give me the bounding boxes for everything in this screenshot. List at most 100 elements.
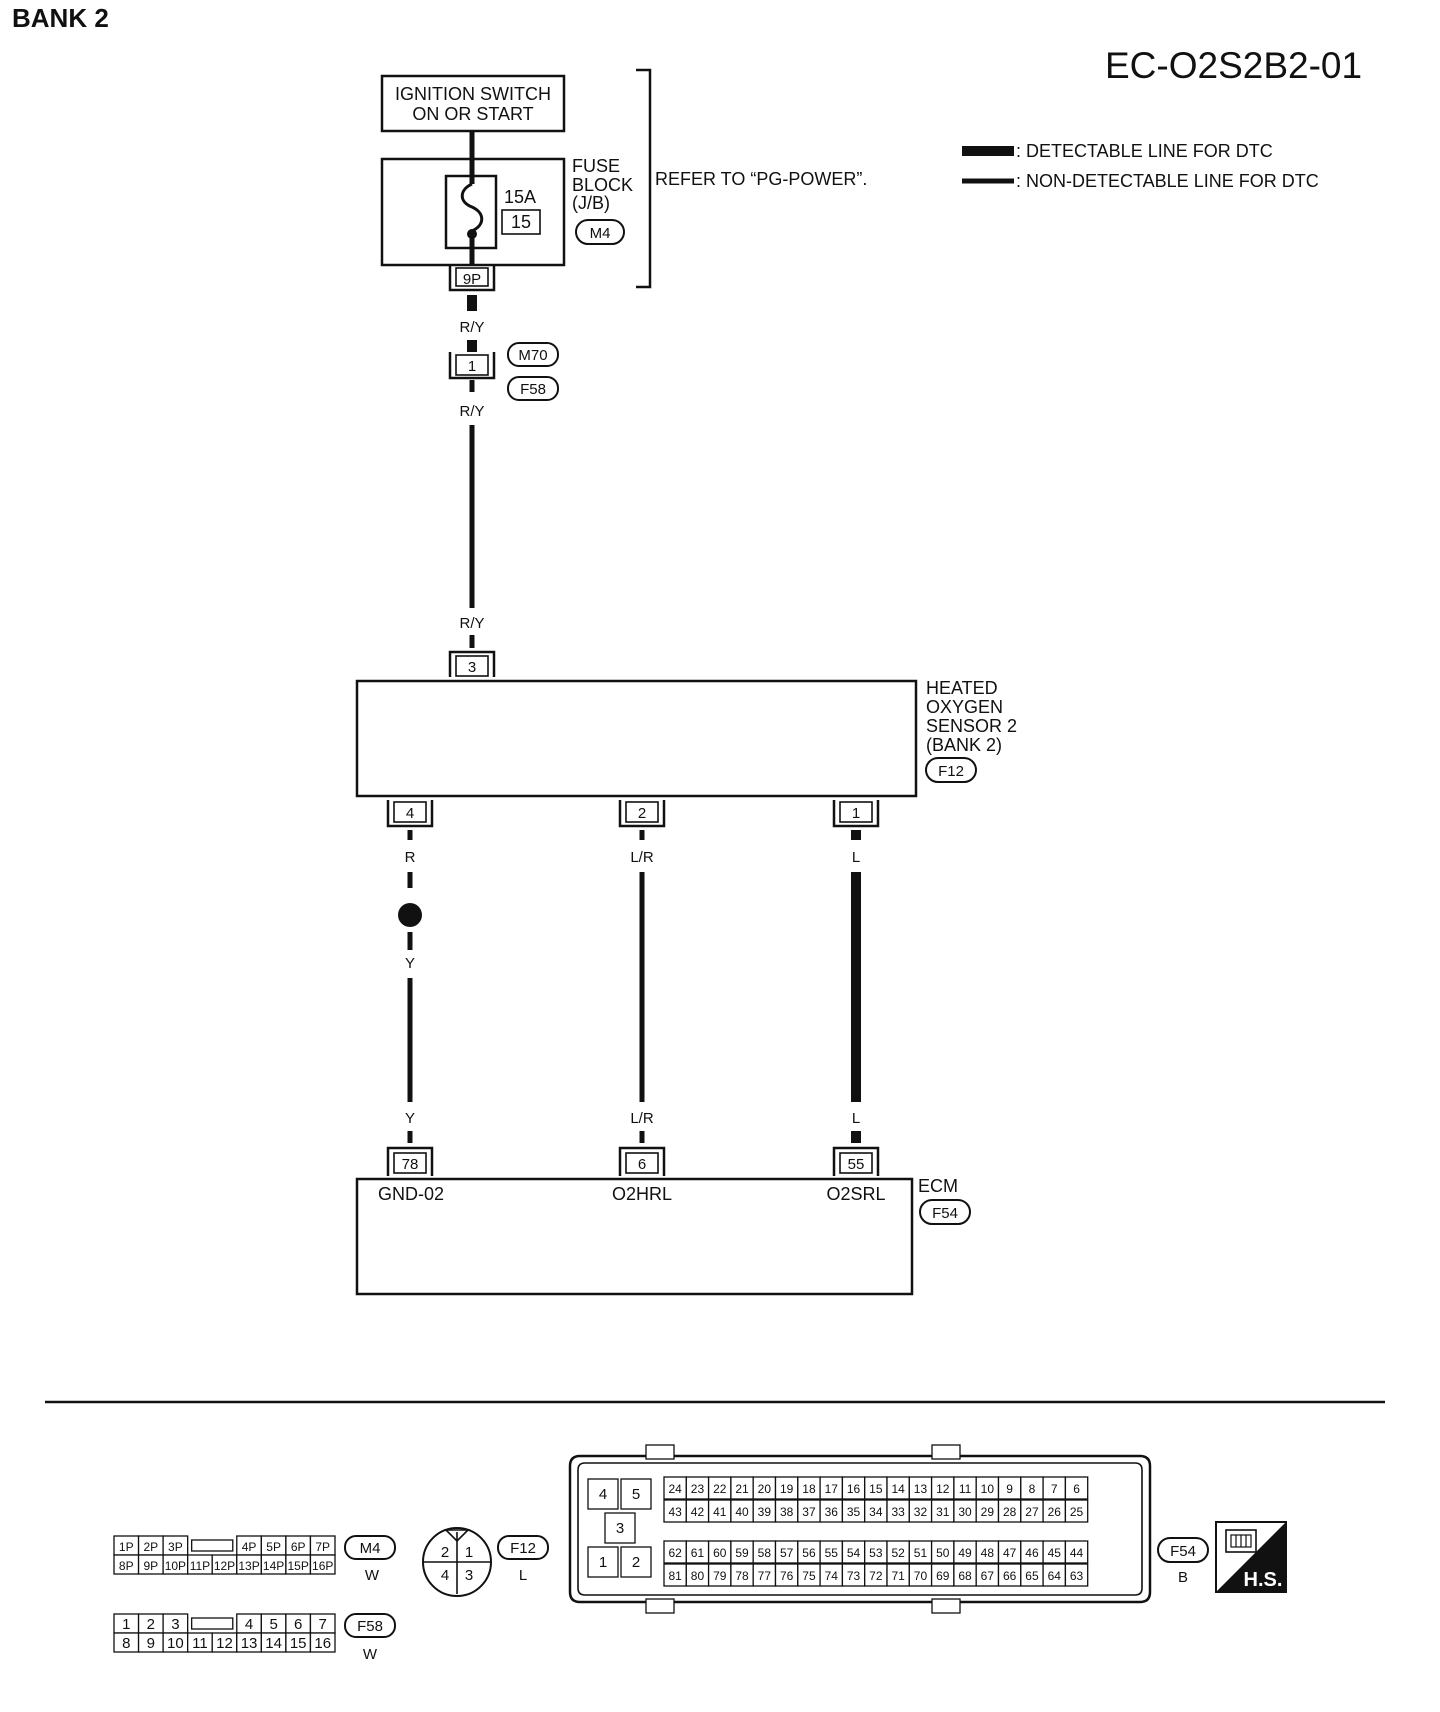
connector-cell <box>309 1554 336 1575</box>
ecm-label: ECM <box>918 1176 958 1196</box>
wire-label-ry-2: R/Y <box>459 403 484 420</box>
ecm-pin-55-bracket <box>832 1146 880 1176</box>
f54-power-pin: 4 <box>599 1486 607 1503</box>
wire-label-l-2: L <box>852 1110 860 1127</box>
f12-pin: 3 <box>465 1567 473 1584</box>
sensor-line4: (BANK 2) <box>926 735 1002 755</box>
f54-pin: 77 <box>758 1569 772 1583</box>
connector-pin: 8 <box>122 1635 130 1652</box>
f54-pin: 60 <box>713 1546 727 1560</box>
connector-pin: 13P <box>238 1559 259 1573</box>
connector-pin: 4 <box>245 1616 253 1633</box>
f54-pin: 33 <box>891 1505 905 1519</box>
joint-connector-bracket <box>448 352 496 380</box>
connector-pin: 10P <box>165 1559 186 1573</box>
f54-id: F54 <box>1170 1543 1196 1560</box>
sensor-connector-badge <box>925 757 977 783</box>
f54-pin: 80 <box>691 1569 705 1583</box>
f12-pin: 1 <box>465 1544 473 1561</box>
f54-pin: 42 <box>691 1505 705 1519</box>
f54-pin: 39 <box>758 1505 772 1519</box>
wire-label-ry-3: R/Y <box>459 615 484 632</box>
fuse-number: 15 <box>511 212 531 232</box>
f54-pin: 47 <box>1003 1546 1017 1560</box>
f54-pin: 27 <box>1025 1505 1039 1519</box>
legend-non-detectable-label: : NON-DETECTABLE LINE FOR DTC <box>1016 171 1319 191</box>
connector-pin: 12P <box>214 1559 235 1573</box>
wire-label-l-1: L <box>852 849 860 866</box>
f54-color: B <box>1178 1569 1188 1586</box>
connector-pin: 5 <box>269 1616 277 1633</box>
f54-pin: 31 <box>936 1505 950 1519</box>
connector-pin: 11 <box>192 1635 208 1652</box>
f54-pin: 22 <box>713 1482 727 1496</box>
f54-pin: 59 <box>735 1546 749 1560</box>
f54-pin: 55 <box>825 1546 839 1560</box>
f54-pin: 41 <box>713 1505 727 1519</box>
f58-badge <box>344 1613 396 1638</box>
ecm-signal-gnd: GND-02 <box>378 1184 444 1204</box>
connector-pin: 4P <box>242 1540 257 1554</box>
f12-color: L <box>519 1567 527 1584</box>
connector-f12-face: 2 1 4 3 <box>422 1527 492 1597</box>
connector-pin: 9P <box>143 1559 158 1573</box>
f54-pin: 44 <box>1070 1546 1084 1560</box>
fuse-number-box <box>501 209 541 235</box>
f54-pin: 65 <box>1025 1569 1039 1583</box>
f54-pin: 69 <box>936 1569 950 1583</box>
connector-pin: 14P <box>263 1559 284 1573</box>
ecm-signal-o2srl: O2SRL <box>826 1184 885 1204</box>
f12-badge <box>497 1535 549 1560</box>
f54-badge <box>1157 1537 1209 1563</box>
sensor-pin-4-bracket <box>386 800 434 828</box>
heated-oxygen-sensor-box <box>355 679 918 798</box>
f54-pin: 26 <box>1048 1505 1062 1519</box>
sensor-pin-1-bracket <box>832 800 880 828</box>
refer-bracket <box>636 68 652 289</box>
joint-pin: 1 <box>468 358 476 375</box>
f54-pin: 6 <box>1073 1482 1080 1496</box>
bank-title: BANK 2 <box>12 3 109 33</box>
m4-badge <box>344 1535 396 1560</box>
f54-pin: 70 <box>914 1569 928 1583</box>
connector-pin: 13 <box>241 1635 258 1652</box>
f54-pin: 78 <box>735 1569 749 1583</box>
f54-pin: 75 <box>802 1569 816 1583</box>
f54-pin: 11 <box>959 1482 972 1496</box>
f54-pin: 79 <box>713 1569 727 1583</box>
fuse-block-line2: BLOCK <box>572 175 633 195</box>
f12-id: F12 <box>510 1540 536 1557</box>
fuse-symbol-icon <box>460 182 484 233</box>
f54-pin: 8 <box>1029 1482 1036 1496</box>
ecm-pin-78: 78 <box>402 1156 419 1173</box>
f54-pin: 45 <box>1048 1546 1062 1560</box>
f54-pin: 46 <box>1025 1546 1039 1560</box>
connector-pin: 6 <box>294 1616 302 1633</box>
f54-pin: 15 <box>869 1482 883 1496</box>
f54-pin: 23 <box>691 1482 705 1496</box>
f12-pin: 4 <box>441 1567 449 1584</box>
connector-pin: 2P <box>143 1540 158 1554</box>
connector-cell <box>309 1632 336 1653</box>
f54-pin: 29 <box>981 1505 995 1519</box>
fuse-block-connector-badge <box>575 219 625 245</box>
sensor-pin-1: 1 <box>852 805 860 822</box>
splice-point <box>398 903 422 927</box>
f54-pin: 38 <box>780 1505 794 1519</box>
f54-pin: 57 <box>780 1546 794 1560</box>
joint-connector-bottom: F58 <box>520 381 546 398</box>
connector-pin: 7P <box>315 1540 330 1554</box>
connector-pin: 7 <box>319 1616 327 1633</box>
f54-pin: 50 <box>936 1546 950 1560</box>
sensor-pin-3-bracket <box>448 650 496 677</box>
f54-pin: 61 <box>691 1546 705 1560</box>
f54-pin: 51 <box>914 1546 928 1560</box>
f54-pin: 68 <box>958 1569 972 1583</box>
wire-label-lr-1: L/R <box>630 849 654 866</box>
f54-pin: 37 <box>802 1505 816 1519</box>
f54-pin: 54 <box>847 1546 861 1560</box>
connector-pin: 8P <box>119 1559 134 1573</box>
